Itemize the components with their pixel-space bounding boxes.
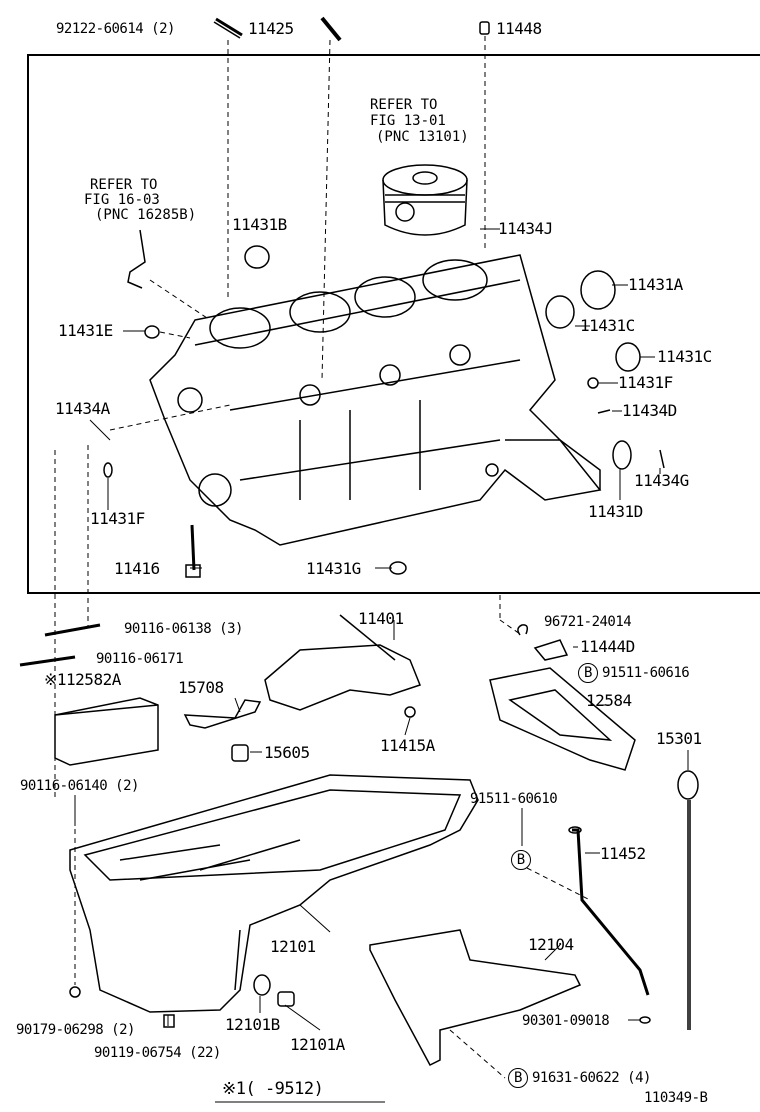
circle-b-marker-3: B bbox=[508, 1068, 528, 1088]
label-11434D: 11434D bbox=[622, 401, 677, 420]
refer-note-line1: REFER TO bbox=[370, 97, 438, 113]
bracket-15708-drawing bbox=[183, 699, 262, 729]
refer-note2-line1: REFER TO bbox=[90, 177, 158, 193]
label-91511-60610: 91511-60610 bbox=[470, 791, 558, 807]
label-90116-06171: 90116-06171 bbox=[96, 651, 184, 667]
plug-11448-drawing bbox=[479, 21, 490, 35]
label-15301: 15301 bbox=[656, 729, 702, 748]
circle-b-marker: B bbox=[578, 663, 598, 683]
label-91631-60622-text: 91631-60622 (4) bbox=[532, 1070, 651, 1086]
engine-block-drawing bbox=[149, 254, 602, 546]
label-11444D: 11444D bbox=[580, 637, 635, 656]
label-11431B: 11431B bbox=[232, 215, 287, 234]
label-90116-06140: 90116-06140 (2) bbox=[20, 778, 139, 794]
oil-pan-12101-drawing bbox=[69, 774, 479, 1013]
label-91511-60616-text: 91511-60616 bbox=[602, 665, 690, 681]
label-11448: 11448 bbox=[496, 19, 542, 38]
footnote: ※1( -9512) bbox=[222, 1079, 324, 1099]
label-11431F-1: 11431F bbox=[618, 373, 673, 392]
label-11431A: 11431A bbox=[628, 275, 683, 294]
refer-note-line2: FIG 13-01 bbox=[370, 113, 446, 129]
stiffener-12104-drawing bbox=[369, 929, 582, 1066]
label-12101B: 12101B bbox=[225, 1015, 280, 1034]
circle-b-marker-2-text: B bbox=[511, 849, 531, 870]
label-11431F-2: 11431F bbox=[90, 509, 145, 528]
bolt-92122-drawing bbox=[213, 17, 243, 39]
label-11431E: 11431E bbox=[58, 321, 113, 340]
label-90301-09018: 90301-09018 bbox=[522, 1013, 610, 1029]
label-11434J: 11434J bbox=[498, 219, 553, 238]
figure-number: 110349-B bbox=[644, 1090, 708, 1106]
label-11431C-1: 11431C bbox=[580, 316, 635, 335]
label-15605: 15605 bbox=[264, 743, 310, 762]
label-96721-24014: 96721-24014 bbox=[544, 614, 632, 630]
label-11425: 11425 bbox=[248, 19, 294, 38]
label-11452: 11452 bbox=[600, 844, 646, 863]
label-92122-60614: 92122-60614 (2) bbox=[56, 21, 175, 37]
label-11431C-2: 11431C bbox=[657, 347, 712, 366]
label-11434G: 11434G bbox=[634, 471, 689, 490]
label-11401: 11401 bbox=[358, 609, 404, 628]
label-11434A: 11434A bbox=[55, 399, 110, 418]
label-11415A: 11415A bbox=[380, 736, 435, 755]
label-112582A: ※112582A bbox=[44, 670, 121, 689]
label-12101: 12101 bbox=[270, 937, 316, 956]
refer-note2-line3: (PNC 16285B) bbox=[95, 207, 197, 223]
label-12101A: 12101A bbox=[290, 1035, 345, 1054]
bolt-11416-drawing bbox=[185, 524, 201, 578]
baffle-12584-drawing bbox=[489, 667, 636, 771]
guide-11452-drawing bbox=[572, 828, 650, 996]
label-15708: 15708 bbox=[178, 678, 224, 697]
sensor-drawing bbox=[127, 229, 146, 289]
label-90179-06298: 90179-06298 (2) bbox=[16, 1022, 135, 1038]
cover-11401-drawing bbox=[264, 644, 421, 711]
refer-note2-line2: FIG 16-03 bbox=[84, 192, 160, 208]
label-11416: 11416 bbox=[114, 559, 160, 578]
block-112582A-drawing bbox=[54, 697, 159, 766]
engine-block-frame bbox=[27, 54, 760, 594]
dipstick-15301-drawing bbox=[677, 770, 699, 1030]
label-12584: 12584 bbox=[586, 691, 632, 710]
circle-b-marker-2: B bbox=[511, 849, 535, 870]
label-90119-06754: 90119-06754 (22) bbox=[94, 1045, 221, 1061]
label-11431D: 11431D bbox=[588, 502, 643, 521]
label-12104: 12104 bbox=[528, 935, 574, 954]
piston-drawing bbox=[382, 164, 468, 236]
refer-note-line3: (PNC 13101) bbox=[376, 129, 469, 145]
stud-11425-drawing bbox=[320, 16, 342, 42]
label-90116-06138: 90116-06138 (3) bbox=[124, 621, 243, 637]
label-11431G: 11431G bbox=[306, 559, 361, 578]
